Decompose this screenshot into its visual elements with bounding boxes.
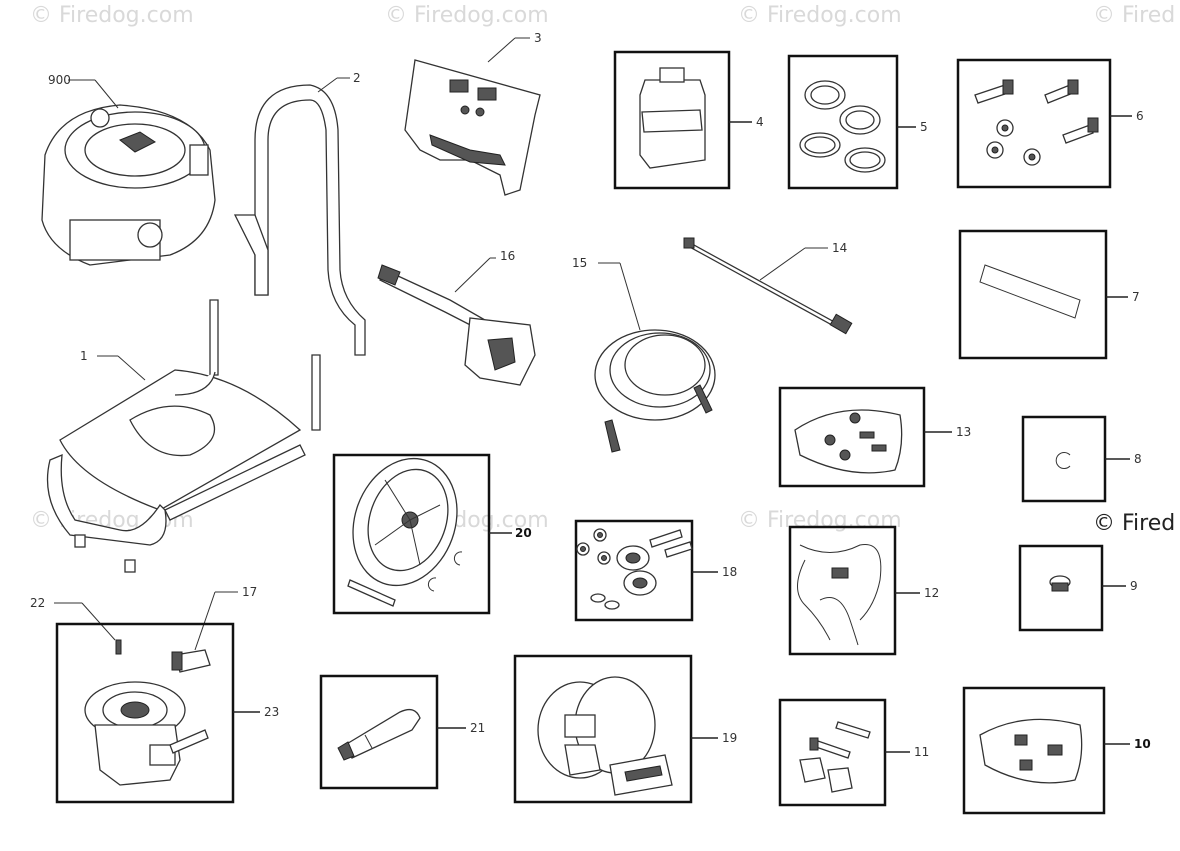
box-5 xyxy=(787,54,899,190)
part-22-pin[interactable]: 22 xyxy=(30,596,122,655)
watermark-top-3: © Firedog.com xyxy=(738,3,902,28)
callout-17: 17 xyxy=(242,585,257,599)
box-4 xyxy=(613,50,731,190)
part-15-hose[interactable]: 15 xyxy=(572,256,716,453)
box-8 xyxy=(1021,415,1107,503)
part-20-wheel-kit[interactable]: 20 xyxy=(332,444,532,615)
part-6-bolts-nuts[interactable]: 6 xyxy=(956,58,1144,189)
callout-6: 6 xyxy=(1136,109,1144,123)
callout-11: 11 xyxy=(914,745,929,759)
part-16-spray-gun[interactable]: 16 xyxy=(377,249,536,386)
watermark-top-1: © Firedog.com xyxy=(30,3,194,28)
part-3-bracket[interactable]: 3 xyxy=(404,31,542,196)
box-13 xyxy=(778,386,926,488)
part-7-wire-clip[interactable]: 7 xyxy=(958,229,1140,360)
box-20 xyxy=(332,453,491,615)
callout-8: 8 xyxy=(1134,452,1142,466)
box-19 xyxy=(513,654,693,804)
part-18-bearings-kit[interactable]: 18 xyxy=(574,519,737,622)
callout-13: 13 xyxy=(956,425,971,439)
part-23-pump[interactable]: 23 xyxy=(55,622,279,804)
box-23 xyxy=(55,622,235,804)
part-9-plug[interactable]: 9 xyxy=(1018,544,1138,632)
callout-21: 21 xyxy=(470,721,485,735)
part-4-bottle[interactable]: 4 xyxy=(613,50,764,190)
part-19-hose-reel[interactable]: 19 xyxy=(513,654,737,804)
callout-900: 900 xyxy=(48,73,71,87)
watermark-mid-3: © Firedog.com xyxy=(738,508,902,533)
callout-20: 20 xyxy=(515,526,532,540)
part-12-tubes[interactable]: 12 xyxy=(788,525,939,656)
callout-12: 12 xyxy=(924,586,939,600)
callout-2: 2 xyxy=(353,71,361,85)
part-21-nozzle[interactable]: 21 xyxy=(319,674,485,790)
callout-4: 4 xyxy=(756,115,764,129)
callout-9: 9 xyxy=(1130,579,1138,593)
callout-10: 10 xyxy=(1134,737,1151,751)
part-14-wand[interactable]: 14 xyxy=(683,237,853,335)
callout-7: 7 xyxy=(1132,290,1140,304)
box-12 xyxy=(788,525,897,656)
part-10-fitting-bag[interactable]: 10 xyxy=(962,686,1151,815)
part-8-e-clip[interactable]: 8 xyxy=(1021,415,1142,503)
watermark-top-2: © Firedog.com xyxy=(385,3,549,28)
part-2-handle[interactable]: 2 xyxy=(233,71,366,356)
callout-19: 19 xyxy=(722,731,737,745)
callout-16: 16 xyxy=(500,249,515,263)
box-9 xyxy=(1018,544,1104,632)
part-11-knobs-bolts[interactable]: 11 xyxy=(778,698,929,807)
callout-23: 23 xyxy=(264,705,279,719)
part-5-caps-rings[interactable]: 5 xyxy=(787,54,928,190)
callout-14: 14 xyxy=(832,241,847,255)
callout-18: 18 xyxy=(722,565,737,579)
part-1-frame[interactable]: 1 xyxy=(46,299,321,573)
box-18 xyxy=(574,519,694,622)
callout-3: 3 xyxy=(534,31,542,45)
part-13-hardware-bag[interactable]: 13 xyxy=(778,386,971,488)
box-7 xyxy=(958,229,1108,360)
watermark-top-4: © Fired xyxy=(1093,3,1175,28)
callout-15: 15 xyxy=(572,256,587,270)
part-900-engine[interactable]: 900 xyxy=(41,73,216,266)
callout-5: 5 xyxy=(920,120,928,134)
callout-1: 1 xyxy=(80,349,88,363)
box-6 xyxy=(956,58,1112,189)
box-10 xyxy=(962,686,1106,815)
box-21 xyxy=(319,674,439,790)
part-17-connector[interactable]: 17 xyxy=(171,585,257,673)
callout-22: 22 xyxy=(30,596,45,610)
watermark-mid-4: © Fired xyxy=(1093,511,1175,536)
